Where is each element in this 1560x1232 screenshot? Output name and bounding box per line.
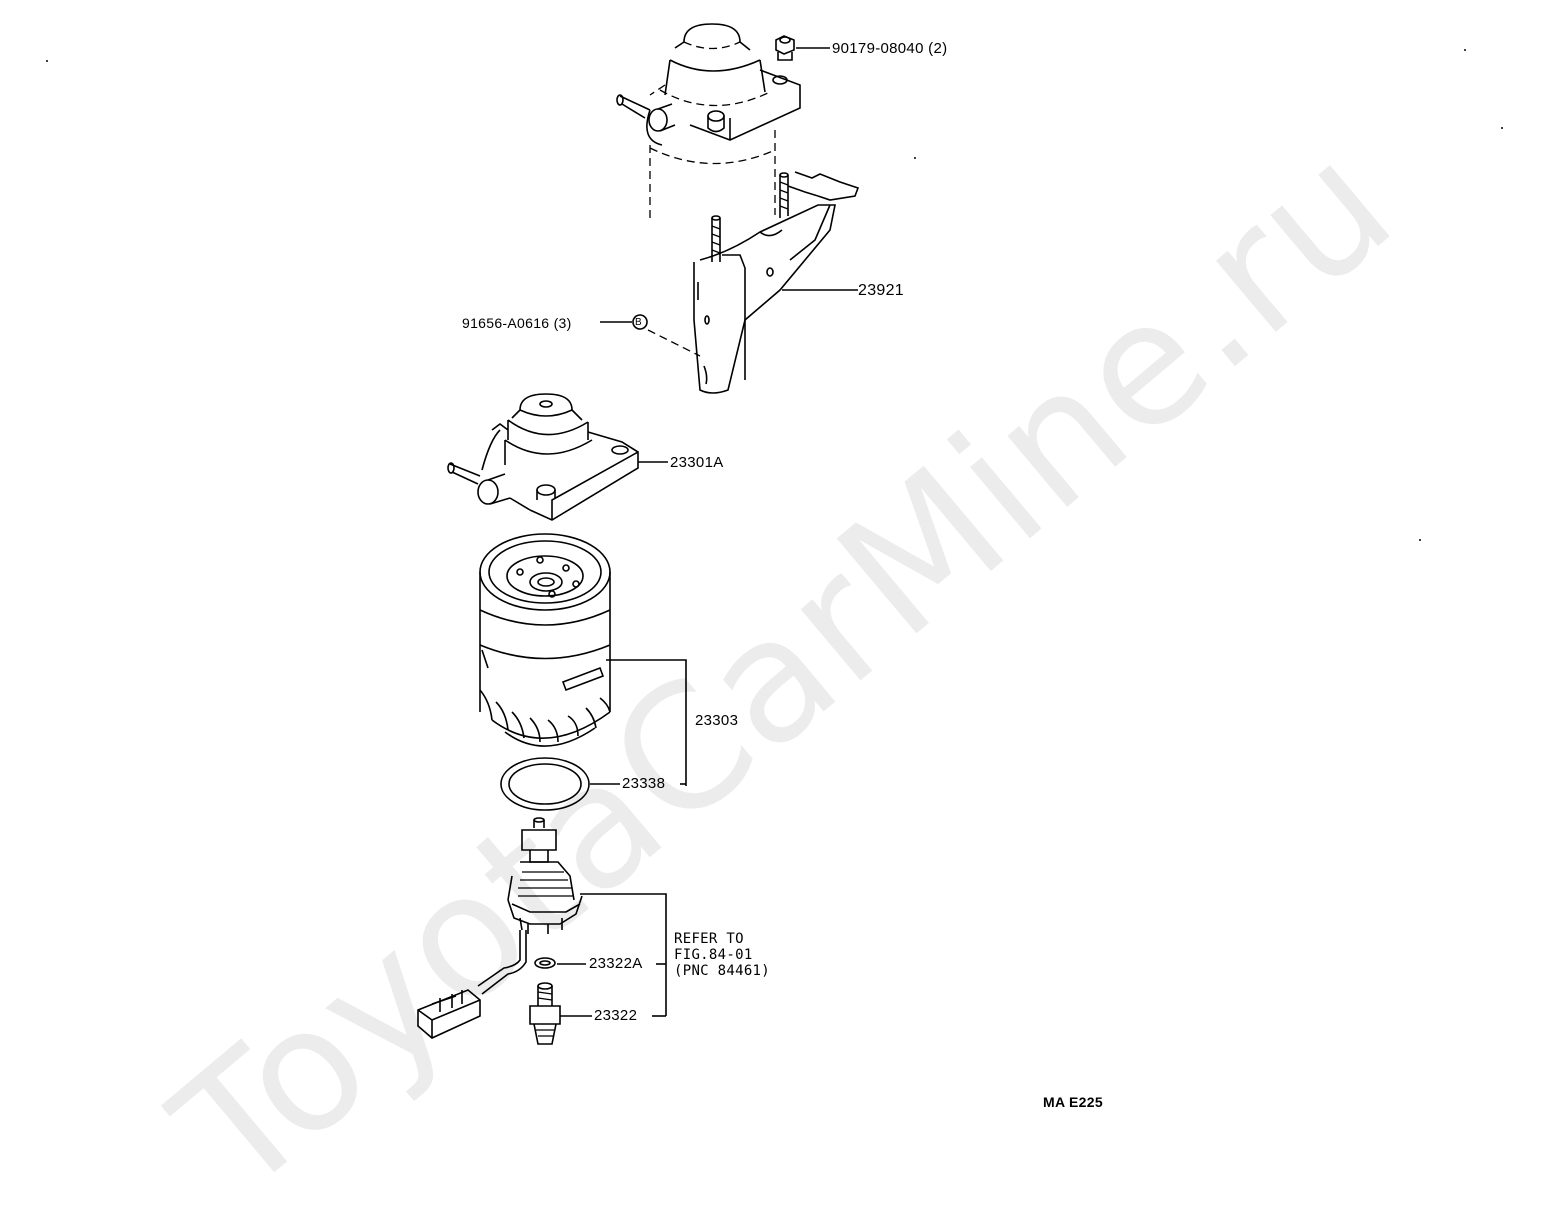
refer-note: REFER TO FIG.84-01 (PNC 84461)	[674, 931, 770, 979]
parts-diagram: ToyotaCarMine.ru	[46, 23, 1503, 1232]
label-filter-head-23301A: 23301A	[670, 454, 724, 471]
refer-line-2: FIG.84-01	[674, 947, 753, 963]
label-plug-23322: 23322	[594, 1007, 638, 1024]
o-ring-23338-illustration	[500, 757, 686, 811]
assembly-top-illustration	[616, 23, 801, 218]
clip-91656-leader	[600, 314, 701, 357]
bolt-90179-illustration	[775, 35, 830, 61]
label-gasket-23322A: 23322A	[589, 955, 643, 972]
scan-specks	[46, 49, 1503, 541]
figure-code: MA E225	[1043, 1094, 1103, 1110]
diagram-drawing	[46, 23, 1503, 1045]
refer-line-1: REFER TO	[674, 931, 744, 947]
label-o-ring-23338: 23338	[622, 775, 666, 792]
refer-line-3: (PNC 84461)	[674, 963, 771, 979]
label-bracket-23921: 23921	[858, 282, 904, 299]
gasket-23322A-illustration	[534, 957, 666, 969]
label-bolt-90179: 90179-08040 (2)	[832, 40, 948, 57]
bracket-23921-illustration	[693, 171, 860, 394]
filter-head-23301A-illustration	[447, 393, 668, 521]
clip-marker-b: B	[635, 317, 642, 328]
sensor-drain-illustration	[417, 817, 667, 1039]
label-clip-91656: 91656-A0616 (3)	[462, 315, 572, 331]
filter-element-23303-illustration	[479, 533, 687, 786]
label-filter-element-23303: 23303	[695, 712, 739, 729]
plug-23322-illustration	[529, 982, 666, 1045]
